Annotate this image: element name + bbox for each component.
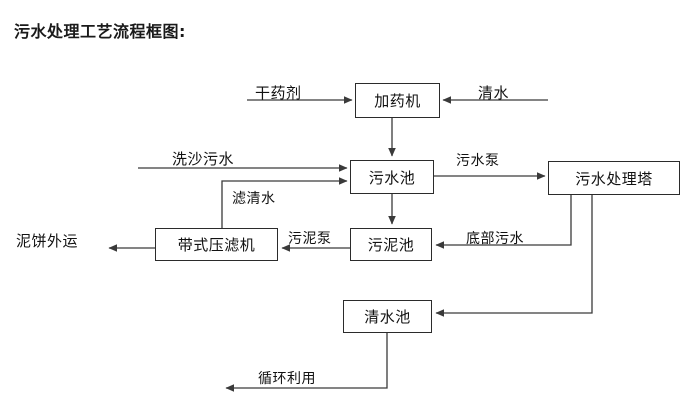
- node-label: 污泥池: [367, 236, 415, 254]
- edge-label-sewage-pump: 污水泵: [456, 153, 500, 169]
- terminal-label-dry-chemical: 干药剂: [255, 84, 302, 102]
- node-belt-filter-press[interactable]: 带式压滤机: [155, 228, 278, 261]
- node-sludge-pool[interactable]: 污泥池: [350, 228, 432, 261]
- edge-label-filtered-clear-water: 滤清水: [232, 191, 276, 207]
- edge-bottom-sewage-to-sludge-pool: [435, 195, 572, 249]
- edge-filtered-water-to-sewage-pool: [221, 177, 348, 228]
- terminal-label-sand-wash-sewage: 洗沙污水: [172, 150, 235, 168]
- node-dosing-machine[interactable]: 加药机: [355, 83, 440, 118]
- node-label: 清水池: [364, 308, 411, 326]
- node-treatment-tower[interactable]: 污水处理塔: [548, 161, 680, 195]
- node-label: 带式压滤机: [177, 236, 256, 254]
- terminal-label-mud-cake-out: 泥饼外运: [16, 232, 79, 250]
- edge-label-recycling-reuse: 循环利用: [258, 371, 316, 387]
- edge-label-bottom-sewage: 底部污水: [466, 231, 524, 247]
- node-label: 污水处理塔: [575, 169, 653, 188]
- node-sewage-pool[interactable]: 污水池: [350, 160, 434, 194]
- edge-tower-to-clear-water-pool: [435, 195, 593, 317]
- edge-label-sludge-pump: 污泥泵: [288, 231, 332, 247]
- node-label: 污水池: [368, 168, 416, 187]
- node-clear-water-pool[interactable]: 清水池: [343, 300, 432, 333]
- terminal-label-clean-water: 清水: [478, 84, 510, 102]
- edge-clear-water-recycling: [225, 333, 388, 392]
- page-title: 污水处理工艺流程框图:: [14, 22, 186, 41]
- node-label: 加药机: [374, 92, 421, 110]
